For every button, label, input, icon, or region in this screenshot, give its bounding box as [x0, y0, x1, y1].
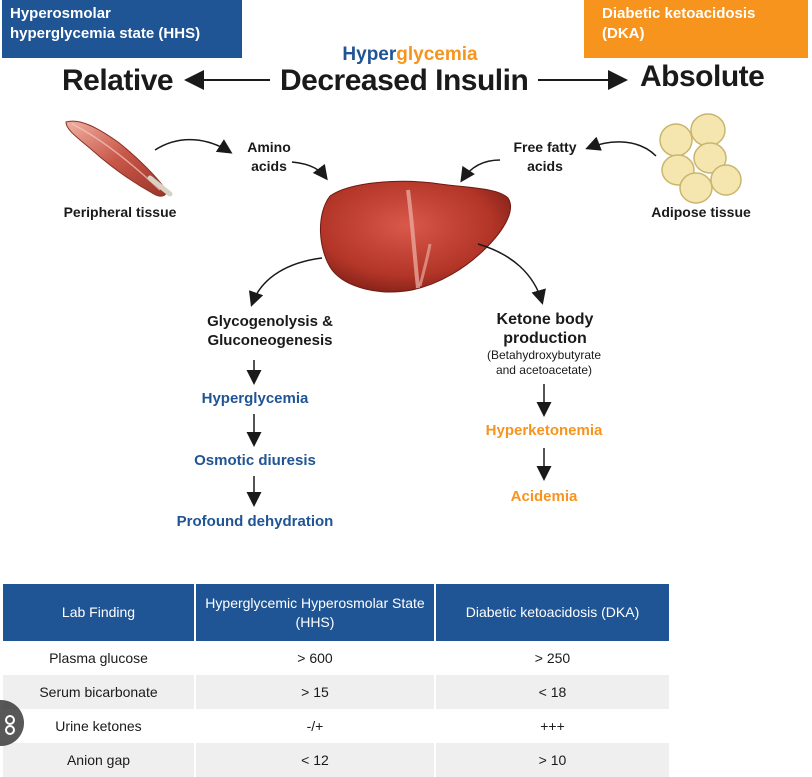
dka-label-line2: (DKA)	[602, 25, 645, 42]
free-fatty-acids-label: Free fatty acids	[500, 138, 590, 176]
dka-label-box: Diabetic ketoacidosis (DKA)	[584, 0, 808, 58]
glycogenolysis-label: Glycogenolysis & Gluconeogenesis	[180, 312, 360, 350]
amino-acids-line1: Amino	[247, 139, 291, 155]
free-fatty-acids-line1: Free fatty	[513, 139, 577, 155]
share-icon	[5, 715, 15, 735]
absolute-label: Absolute	[640, 60, 765, 93]
arrow-fat-to-ffa	[585, 136, 657, 157]
hyperglycemia-step: Hyperglycemia	[201, 390, 309, 407]
free-fatty-acids-line2: acids	[527, 158, 563, 174]
osmotic-diuresis-step: Osmotic diuresis	[194, 452, 316, 469]
profound-dehydration-step: Profound dehydration	[176, 513, 334, 530]
muscle-illustration	[65, 120, 173, 197]
cell-finding: Anion gap	[3, 743, 196, 777]
cell-dka: > 10	[435, 743, 671, 777]
header-dka: Diabetic ketoacidosis (DKA)	[435, 584, 671, 641]
cell-dka: +++	[435, 709, 671, 743]
hhs-label-line1: Hyperosmolar	[10, 5, 111, 22]
amino-acids-line2: acids	[251, 158, 287, 174]
pathway-diagram	[65, 70, 742, 507]
arrow-ffa-to-liver	[460, 159, 501, 183]
ketone-detail-line2: and acetoacetate)	[495, 363, 593, 377]
ketone-detail-label: (Betahydroxybutyrate and acetoacetate)	[464, 348, 624, 378]
hyperketonemia-step: Hyperketonemia	[485, 422, 603, 439]
hyperglycemia-title-part1: Hyper	[342, 44, 397, 65]
adipose-illustration	[659, 113, 742, 204]
hhs-label-line2: hyperglycemia state (HHS)	[10, 25, 201, 42]
table-row: Urine ketones -/+ +++	[3, 709, 671, 743]
decreased-insulin-label: Decreased Insulin	[280, 64, 529, 97]
ketone-detail-line1: (Betahydroxybutyrate	[486, 348, 602, 362]
glycogenolysis-line2: Gluconeogenesis	[207, 332, 333, 349]
table-row: Plasma glucose > 600 > 250	[3, 641, 671, 675]
adipose-tissue-label: Adipose tissue	[651, 204, 751, 220]
table-row: Anion gap < 12 > 10	[3, 743, 671, 777]
share-overlay-button[interactable]	[0, 700, 24, 746]
table-header-row: Lab Finding Hyperglycemic Hyperosmolar S…	[3, 584, 671, 641]
dka-label-line1: Diabetic ketoacidosis	[602, 5, 756, 22]
hhs-label-box: Hyperosmolar hyperglycemia state (HHS)	[2, 0, 242, 58]
peripheral-tissue-label: Peripheral tissue	[63, 204, 177, 220]
ketone-body-line1: Ketone body	[496, 311, 594, 328]
table-row: Serum bicarbonate > 15 < 18	[3, 675, 671, 709]
ketone-body-label: Ketone body production	[470, 310, 620, 348]
cell-dka: > 250	[435, 641, 671, 675]
relative-label: Relative	[62, 64, 174, 97]
acidemia-step: Acidemia	[510, 488, 578, 505]
cell-finding: Serum bicarbonate	[3, 675, 196, 709]
cell-hhs: < 12	[195, 743, 436, 777]
amino-acids-label: Amino acids	[236, 138, 302, 176]
lab-findings-table: Lab Finding Hyperglycemic Hyperosmolar S…	[3, 584, 671, 777]
liver-illustration	[320, 180, 511, 293]
hyperglycemia-title: Hyperglycemia	[300, 44, 520, 66]
cell-hhs: > 15	[195, 675, 436, 709]
header-hhs: Hyperglycemic Hyperosmolar State (HHS)	[195, 584, 436, 641]
arrow-muscle-to-amino	[154, 139, 233, 154]
cell-hhs: -/+	[195, 709, 436, 743]
ketone-body-line2: production	[503, 330, 587, 347]
arrow-liver-to-glyco	[248, 257, 323, 307]
arrow-amino-to-liver	[291, 161, 328, 181]
cell-hhs: > 600	[195, 641, 436, 675]
hyperglycemia-title-part2: glycemia	[396, 44, 478, 65]
cell-finding: Plasma glucose	[3, 641, 196, 675]
glycogenolysis-line1: Glycogenolysis &	[207, 313, 333, 330]
cell-finding: Urine ketones	[3, 709, 196, 743]
header-lab-finding: Lab Finding	[3, 584, 196, 641]
cell-dka: < 18	[435, 675, 671, 709]
arrow-liver-to-ketone	[477, 243, 546, 305]
